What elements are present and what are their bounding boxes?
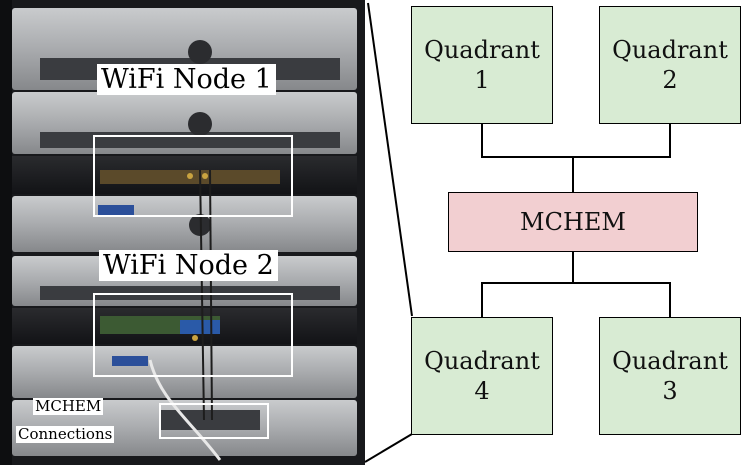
mchem-connections-highlight (159, 403, 269, 439)
wifi-node-1-board (12, 156, 357, 194)
mchem-label: MCHEM (520, 208, 626, 236)
top-tree-lines (481, 124, 671, 192)
quadrant-3-number: 3 (662, 377, 678, 405)
zoom-line-top (367, 2, 413, 317)
quadrant-1-number: 1 (474, 66, 490, 94)
wifi-node-1-label: WiFi Node 1 (97, 64, 276, 95)
mchem-box: MCHEM (448, 192, 698, 252)
quadrant-4-number: 4 (474, 377, 490, 405)
wifi-node-2-label: WiFi Node 2 (99, 250, 278, 281)
quadrant-2-word: Quadrant (612, 36, 728, 64)
mchem-connections-label-line2: Connections (16, 425, 115, 443)
wifi-node-1-highlight (93, 135, 293, 217)
mchem-connections-label-line1: MCHEM (33, 397, 104, 415)
quadrant-2-number: 2 (662, 66, 678, 94)
bottom-tree-lines (481, 252, 671, 317)
quadrant-4-word: Quadrant (424, 347, 540, 375)
zoom-line-bottom (364, 433, 413, 463)
wifi-node-2-highlight (93, 293, 293, 377)
server-unit-125 (12, 346, 357, 398)
quadrant-1-word: Quadrant (424, 36, 540, 64)
quadrant-3-word: Quadrant (612, 347, 728, 375)
wifi-node-2-board (12, 308, 357, 344)
server-unit-122 (12, 92, 357, 154)
